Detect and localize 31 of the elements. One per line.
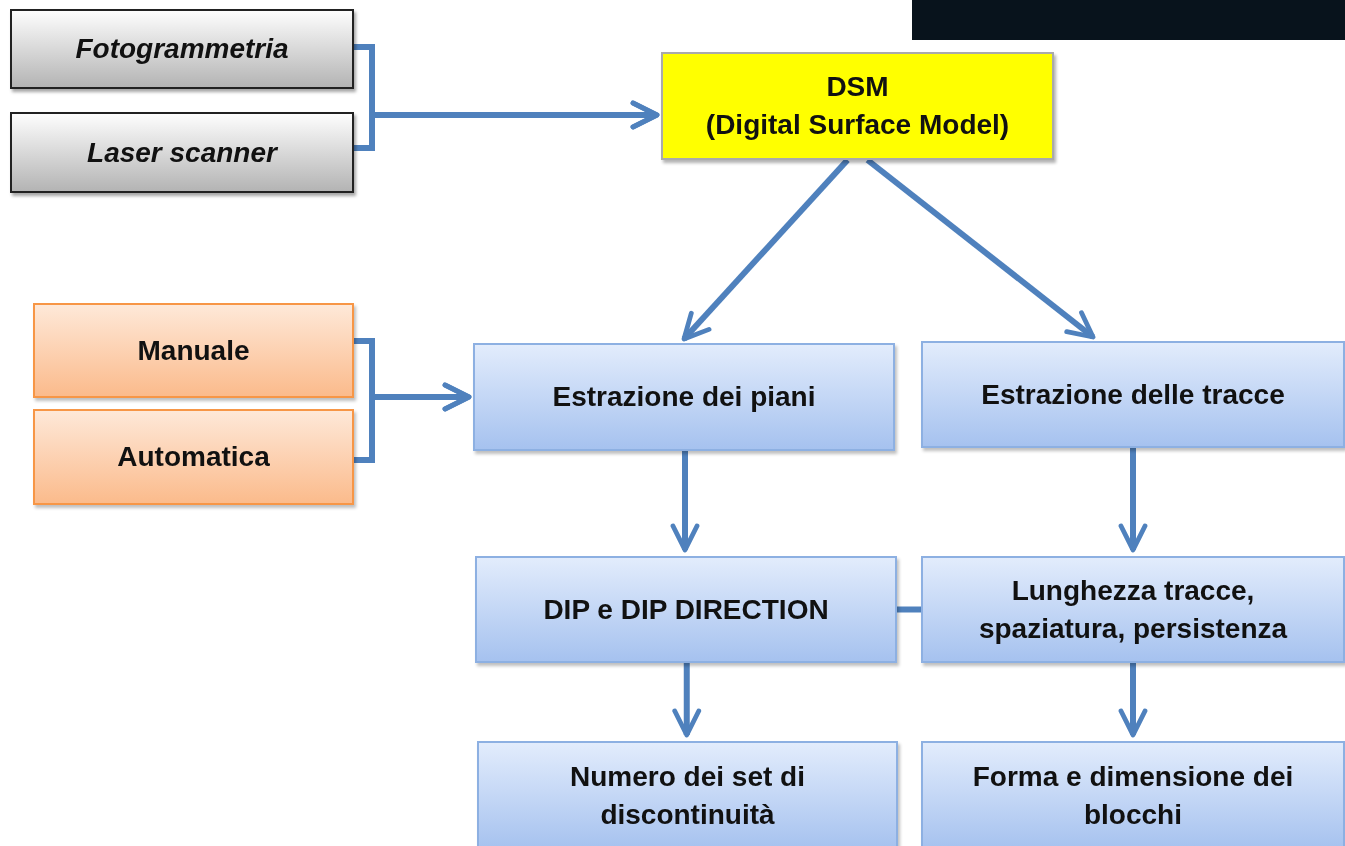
process-box [473, 343, 895, 451]
box-label: Manuale [137, 333, 250, 368]
source-box [10, 9, 354, 89]
process-box [921, 341, 1345, 448]
box-label: Lunghezza tracce, spaziatura, persistenza [977, 573, 1289, 646]
box-label: DIP e DIP DIRECTION [543, 592, 829, 627]
process-box [921, 741, 1345, 846]
arrow [672, 663, 702, 738]
arrow [670, 451, 700, 553]
box-label: Numero dei set di discontinuità [569, 760, 806, 832]
box-label: Estrazione delle tracce [981, 377, 1285, 412]
box-label: DSM [826, 70, 889, 105]
box-label: Laser scanner [87, 135, 277, 170]
source-box [10, 112, 354, 193]
model-box [661, 52, 1054, 160]
box-label: (Digital Surface Model) [705, 108, 1010, 142]
box-label: Forma e dimensione dei blocchi [971, 760, 1295, 832]
mode-box [33, 303, 354, 398]
process-box [475, 556, 897, 663]
arrow [1118, 448, 1148, 553]
box-label: Estrazione dei piani [552, 380, 816, 415]
arrow [1118, 663, 1148, 738]
dark-banner [912, 0, 1345, 40]
process-box [477, 741, 898, 846]
arrow [354, 100, 660, 151]
box-label: Fotogrammetria [75, 32, 289, 67]
connector-line [897, 606, 921, 613]
box-label: Automatica [117, 440, 270, 475]
arrow [354, 382, 472, 463]
mode-box [33, 409, 354, 505]
process-box [921, 556, 1345, 663]
